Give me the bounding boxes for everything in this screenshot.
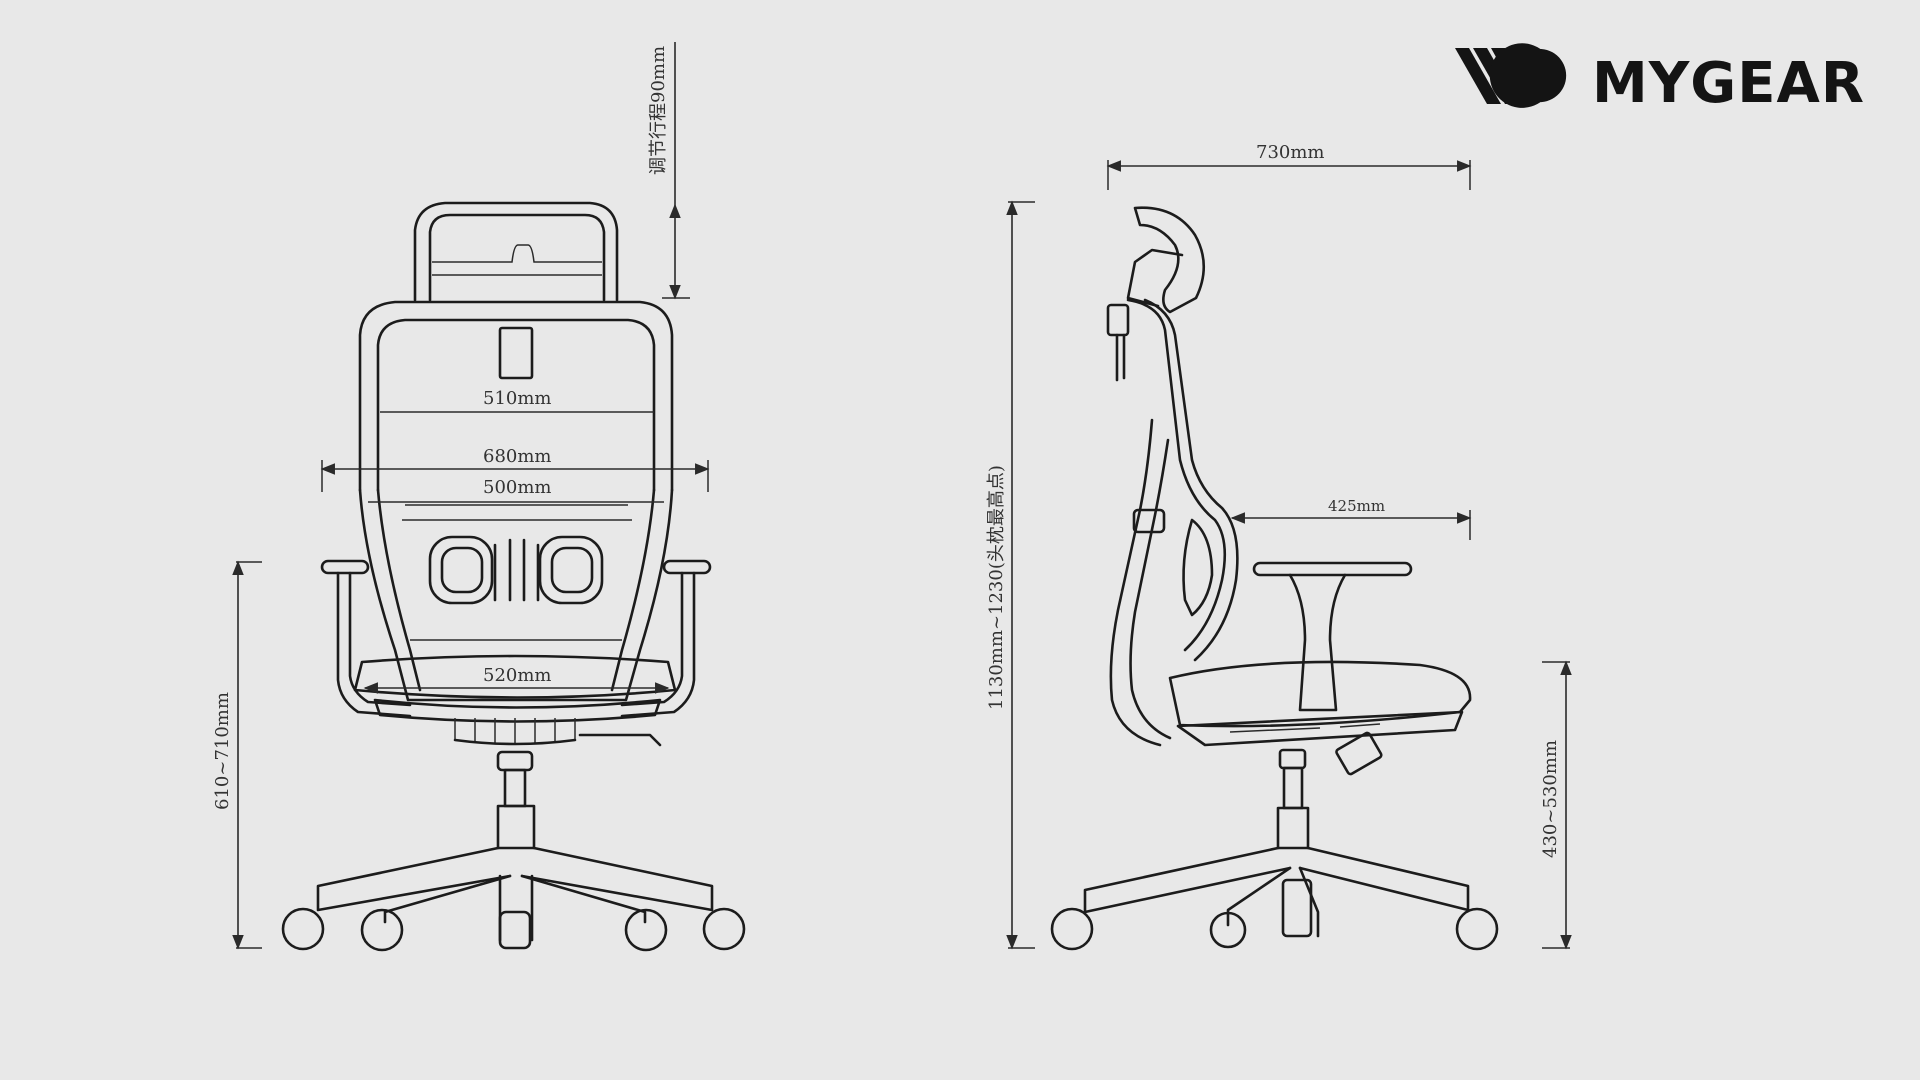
- backrest-side: [1109, 298, 1239, 747]
- headrest-front: [413, 201, 619, 302]
- armrests-front: [320, 559, 712, 718]
- total-height-label: 1130mm~1230(头枕最高点): [986, 465, 1007, 710]
- dimension-total-height: 1130mm~1230(头枕最高点): [986, 200, 1035, 950]
- seat-width-label: 520mm: [483, 665, 552, 686]
- dimension-depth: 730mm: [1106, 142, 1472, 190]
- seat-height-label: 430~530mm: [1540, 740, 1561, 858]
- dimension-backrest-width: 510mm: [380, 388, 654, 413]
- dimension-armrest-inner-width: 500mm: [368, 477, 664, 503]
- armrest-side: [1252, 561, 1413, 712]
- backrest-front: [358, 300, 674, 702]
- dimension-overall-width: 680mm: [320, 446, 710, 492]
- headrest-travel-label: 调节行程90mm: [648, 46, 669, 175]
- base-front: [281, 750, 746, 952]
- dimension-armrest-depth: 425mm: [1230, 497, 1472, 540]
- seat-front: [353, 654, 677, 747]
- overall-width-label: 680mm: [483, 446, 552, 467]
- brand-logo: MYGEAR: [1455, 43, 1865, 116]
- dimension-headrest-travel: 调节行程90mm: [648, 42, 690, 300]
- brand-name: MYGEAR: [1592, 51, 1865, 116]
- depth-label: 730mm: [1256, 142, 1325, 163]
- dimension-armrest-height: 610~710mm: [212, 560, 262, 950]
- front-view: 调节行程90mm 510mm 680mm 500mm 520mm 610~710…: [212, 42, 746, 952]
- dimension-seat-height: 430~530mm: [1540, 660, 1572, 950]
- wg-monogram-icon: [1455, 43, 1567, 108]
- armrest-depth-label: 425mm: [1328, 497, 1385, 515]
- side-view: 730mm 1130mm~1230(头枕最高点) 425mm 430~530mm: [986, 142, 1572, 951]
- dimension-seat-width: 520mm: [363, 665, 670, 694]
- backrest-width-label: 510mm: [483, 388, 552, 409]
- headrest-side: [1106, 206, 1206, 382]
- seat-side: [1168, 660, 1472, 776]
- armrest-inner-width-label: 500mm: [483, 477, 552, 498]
- armrest-height-label: 610~710mm: [212, 692, 233, 810]
- base-side: [1050, 748, 1499, 951]
